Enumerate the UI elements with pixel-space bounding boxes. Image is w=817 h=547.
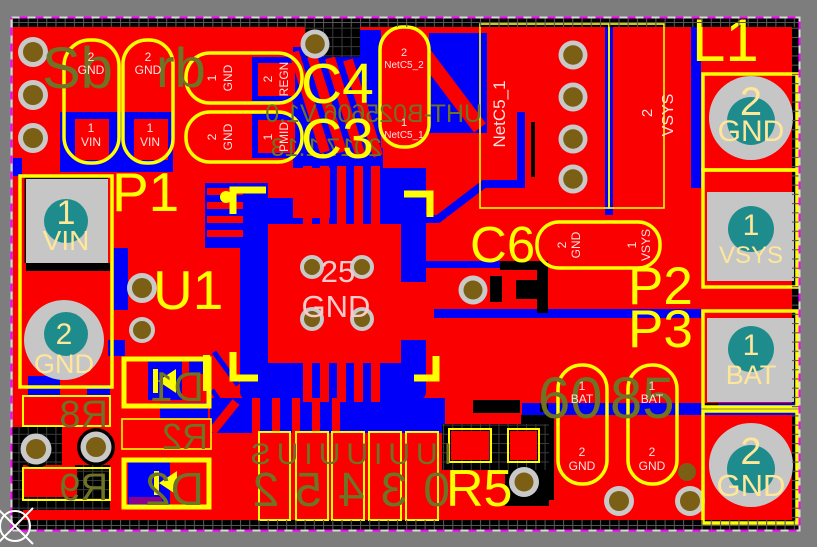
svg-text:C4: C4 bbox=[301, 52, 374, 116]
svg-text:GND: GND bbox=[78, 63, 105, 77]
svg-text:U1: U1 bbox=[153, 259, 223, 321]
svg-text:GND: GND bbox=[221, 64, 235, 91]
svg-text:VSYS: VSYS bbox=[719, 242, 783, 269]
svg-text:2017.1.13: 2017.1.13 bbox=[271, 134, 382, 162]
svg-text:2: 2 bbox=[261, 75, 275, 82]
svg-text:D2: D2 bbox=[145, 463, 204, 515]
svg-text:NetC5_2: NetC5_2 bbox=[384, 60, 424, 71]
svg-text:GND: GND bbox=[569, 459, 596, 473]
svg-text:BAT: BAT bbox=[641, 392, 664, 406]
svg-text:UHT-B025606 V1.0: UHT-B025606 V1.0 bbox=[265, 100, 482, 128]
svg-text:1: 1 bbox=[649, 379, 656, 393]
svg-text:BAT: BAT bbox=[726, 360, 777, 390]
svg-text:GND: GND bbox=[34, 349, 94, 379]
svg-text:IUUIUUIUS: IUUIUUIUS bbox=[245, 438, 452, 471]
svg-text:2: 2 bbox=[740, 431, 761, 473]
svg-text:P3: P3 bbox=[628, 300, 693, 359]
svg-text:60: 60 bbox=[538, 366, 603, 431]
svg-text:Sb: Sb bbox=[42, 36, 113, 101]
svg-text:NetC5_1: NetC5_1 bbox=[384, 130, 424, 141]
svg-text:VIN: VIN bbox=[140, 135, 160, 149]
svg-text:2: 2 bbox=[205, 133, 219, 140]
svg-text:R8: R8 bbox=[59, 394, 108, 436]
svg-text:2: 2 bbox=[740, 80, 762, 124]
svg-text:C3: C3 bbox=[301, 107, 374, 171]
svg-text:GND: GND bbox=[569, 231, 583, 258]
svg-text:GND: GND bbox=[135, 63, 162, 77]
svg-text:1: 1 bbox=[401, 117, 407, 129]
svg-text:1: 1 bbox=[205, 74, 219, 81]
svg-text:rb: rb bbox=[156, 36, 206, 99]
svg-text:GND: GND bbox=[221, 123, 235, 150]
svg-text:85: 85 bbox=[610, 366, 675, 431]
svg-text:1: 1 bbox=[147, 121, 154, 135]
svg-text:2: 2 bbox=[639, 109, 656, 117]
svg-text:2: 2 bbox=[401, 47, 407, 59]
svg-text:REGN: REGN bbox=[277, 62, 291, 97]
svg-text:2: 2 bbox=[555, 241, 569, 248]
svg-text:D1: D1 bbox=[150, 363, 204, 410]
svg-text:2: 2 bbox=[145, 50, 152, 64]
svg-text:1: 1 bbox=[625, 241, 639, 248]
svg-text:1: 1 bbox=[743, 329, 760, 362]
svg-text:C6: C6 bbox=[470, 216, 535, 273]
svg-text:R9: R9 bbox=[59, 467, 108, 509]
svg-text:1: 1 bbox=[743, 209, 760, 242]
svg-text:GND: GND bbox=[717, 468, 786, 503]
svg-text:NetC5_1: NetC5_1 bbox=[490, 80, 509, 147]
svg-text:1: 1 bbox=[88, 121, 95, 135]
svg-text:GND: GND bbox=[302, 289, 371, 324]
svg-text:1: 1 bbox=[57, 194, 76, 232]
svg-text:R2: R2 bbox=[162, 416, 208, 457]
svg-text:VIN: VIN bbox=[81, 135, 101, 149]
svg-text:25: 25 bbox=[321, 254, 355, 289]
svg-text:VSYS: VSYS bbox=[639, 229, 653, 261]
svg-text:P2: P2 bbox=[628, 257, 693, 316]
svg-text:P1: P1 bbox=[112, 161, 179, 223]
svg-text:PMID: PMID bbox=[277, 122, 291, 152]
svg-text:BAT: BAT bbox=[571, 392, 594, 406]
svg-text:2: 2 bbox=[579, 445, 586, 459]
svg-text:GND: GND bbox=[718, 115, 785, 148]
svg-text:GND: GND bbox=[639, 459, 666, 473]
svg-text:VIN: VIN bbox=[43, 225, 90, 256]
svg-text:1: 1 bbox=[579, 379, 586, 393]
svg-text:R5: R5 bbox=[446, 460, 512, 518]
svg-text:03452: 03452 bbox=[237, 464, 450, 517]
svg-text:2: 2 bbox=[56, 318, 73, 351]
svg-text:2: 2 bbox=[649, 445, 656, 459]
svg-text:VSYS: VSYS bbox=[660, 94, 677, 137]
svg-text:1: 1 bbox=[261, 133, 275, 140]
svg-text:2: 2 bbox=[88, 50, 95, 64]
